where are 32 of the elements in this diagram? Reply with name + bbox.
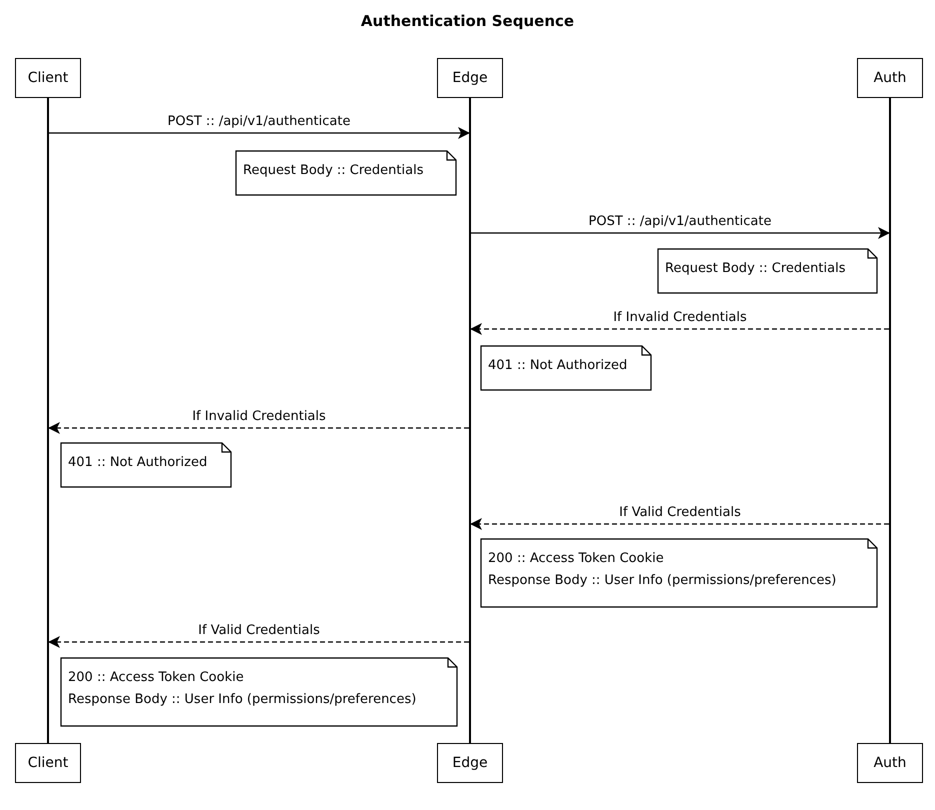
note-text: 401 :: Not Authorized — [488, 357, 628, 375]
note — [60, 442, 232, 488]
participant-box: Client — [15, 743, 81, 783]
lifeline — [469, 98, 471, 743]
note-text: Request Body :: Credentials — [665, 260, 846, 278]
diagram-title: Authentication Sequence — [360, 12, 576, 30]
edge-label: POST :: /api/v1/authenticate — [586, 214, 774, 229]
note-text: Response Body :: User Info (permissions/preferences) — [68, 691, 418, 709]
note — [235, 150, 457, 196]
note-text: 200 :: Access Token Cookie — [488, 550, 665, 568]
note — [657, 248, 878, 294]
participant-box: Edge — [437, 743, 503, 783]
message-arrow — [470, 518, 889, 530]
lifeline — [889, 98, 891, 743]
edge-label: POST :: /api/v1/authenticate — [166, 114, 352, 129]
message-arrow — [471, 227, 890, 239]
note-text: Response Body :: User Info (permissions/preferences) — [488, 572, 838, 590]
note — [60, 657, 458, 727]
participant-box: Edge — [437, 58, 503, 98]
note-text: 401 :: Not Authorized — [68, 454, 208, 472]
note-text: 200 :: Access Token Cookie — [68, 669, 245, 687]
message-arrow — [49, 127, 470, 139]
message-arrow — [48, 636, 469, 648]
participant-box: Auth — [857, 58, 923, 98]
lifeline — [47, 98, 49, 743]
message-arrow — [48, 422, 469, 434]
note-text: Request Body :: Credentials — [243, 162, 424, 180]
message-arrow — [470, 323, 889, 335]
participant-box: Client — [15, 58, 81, 98]
note — [480, 538, 878, 608]
participant-box: Auth — [857, 743, 923, 783]
note — [480, 345, 652, 391]
